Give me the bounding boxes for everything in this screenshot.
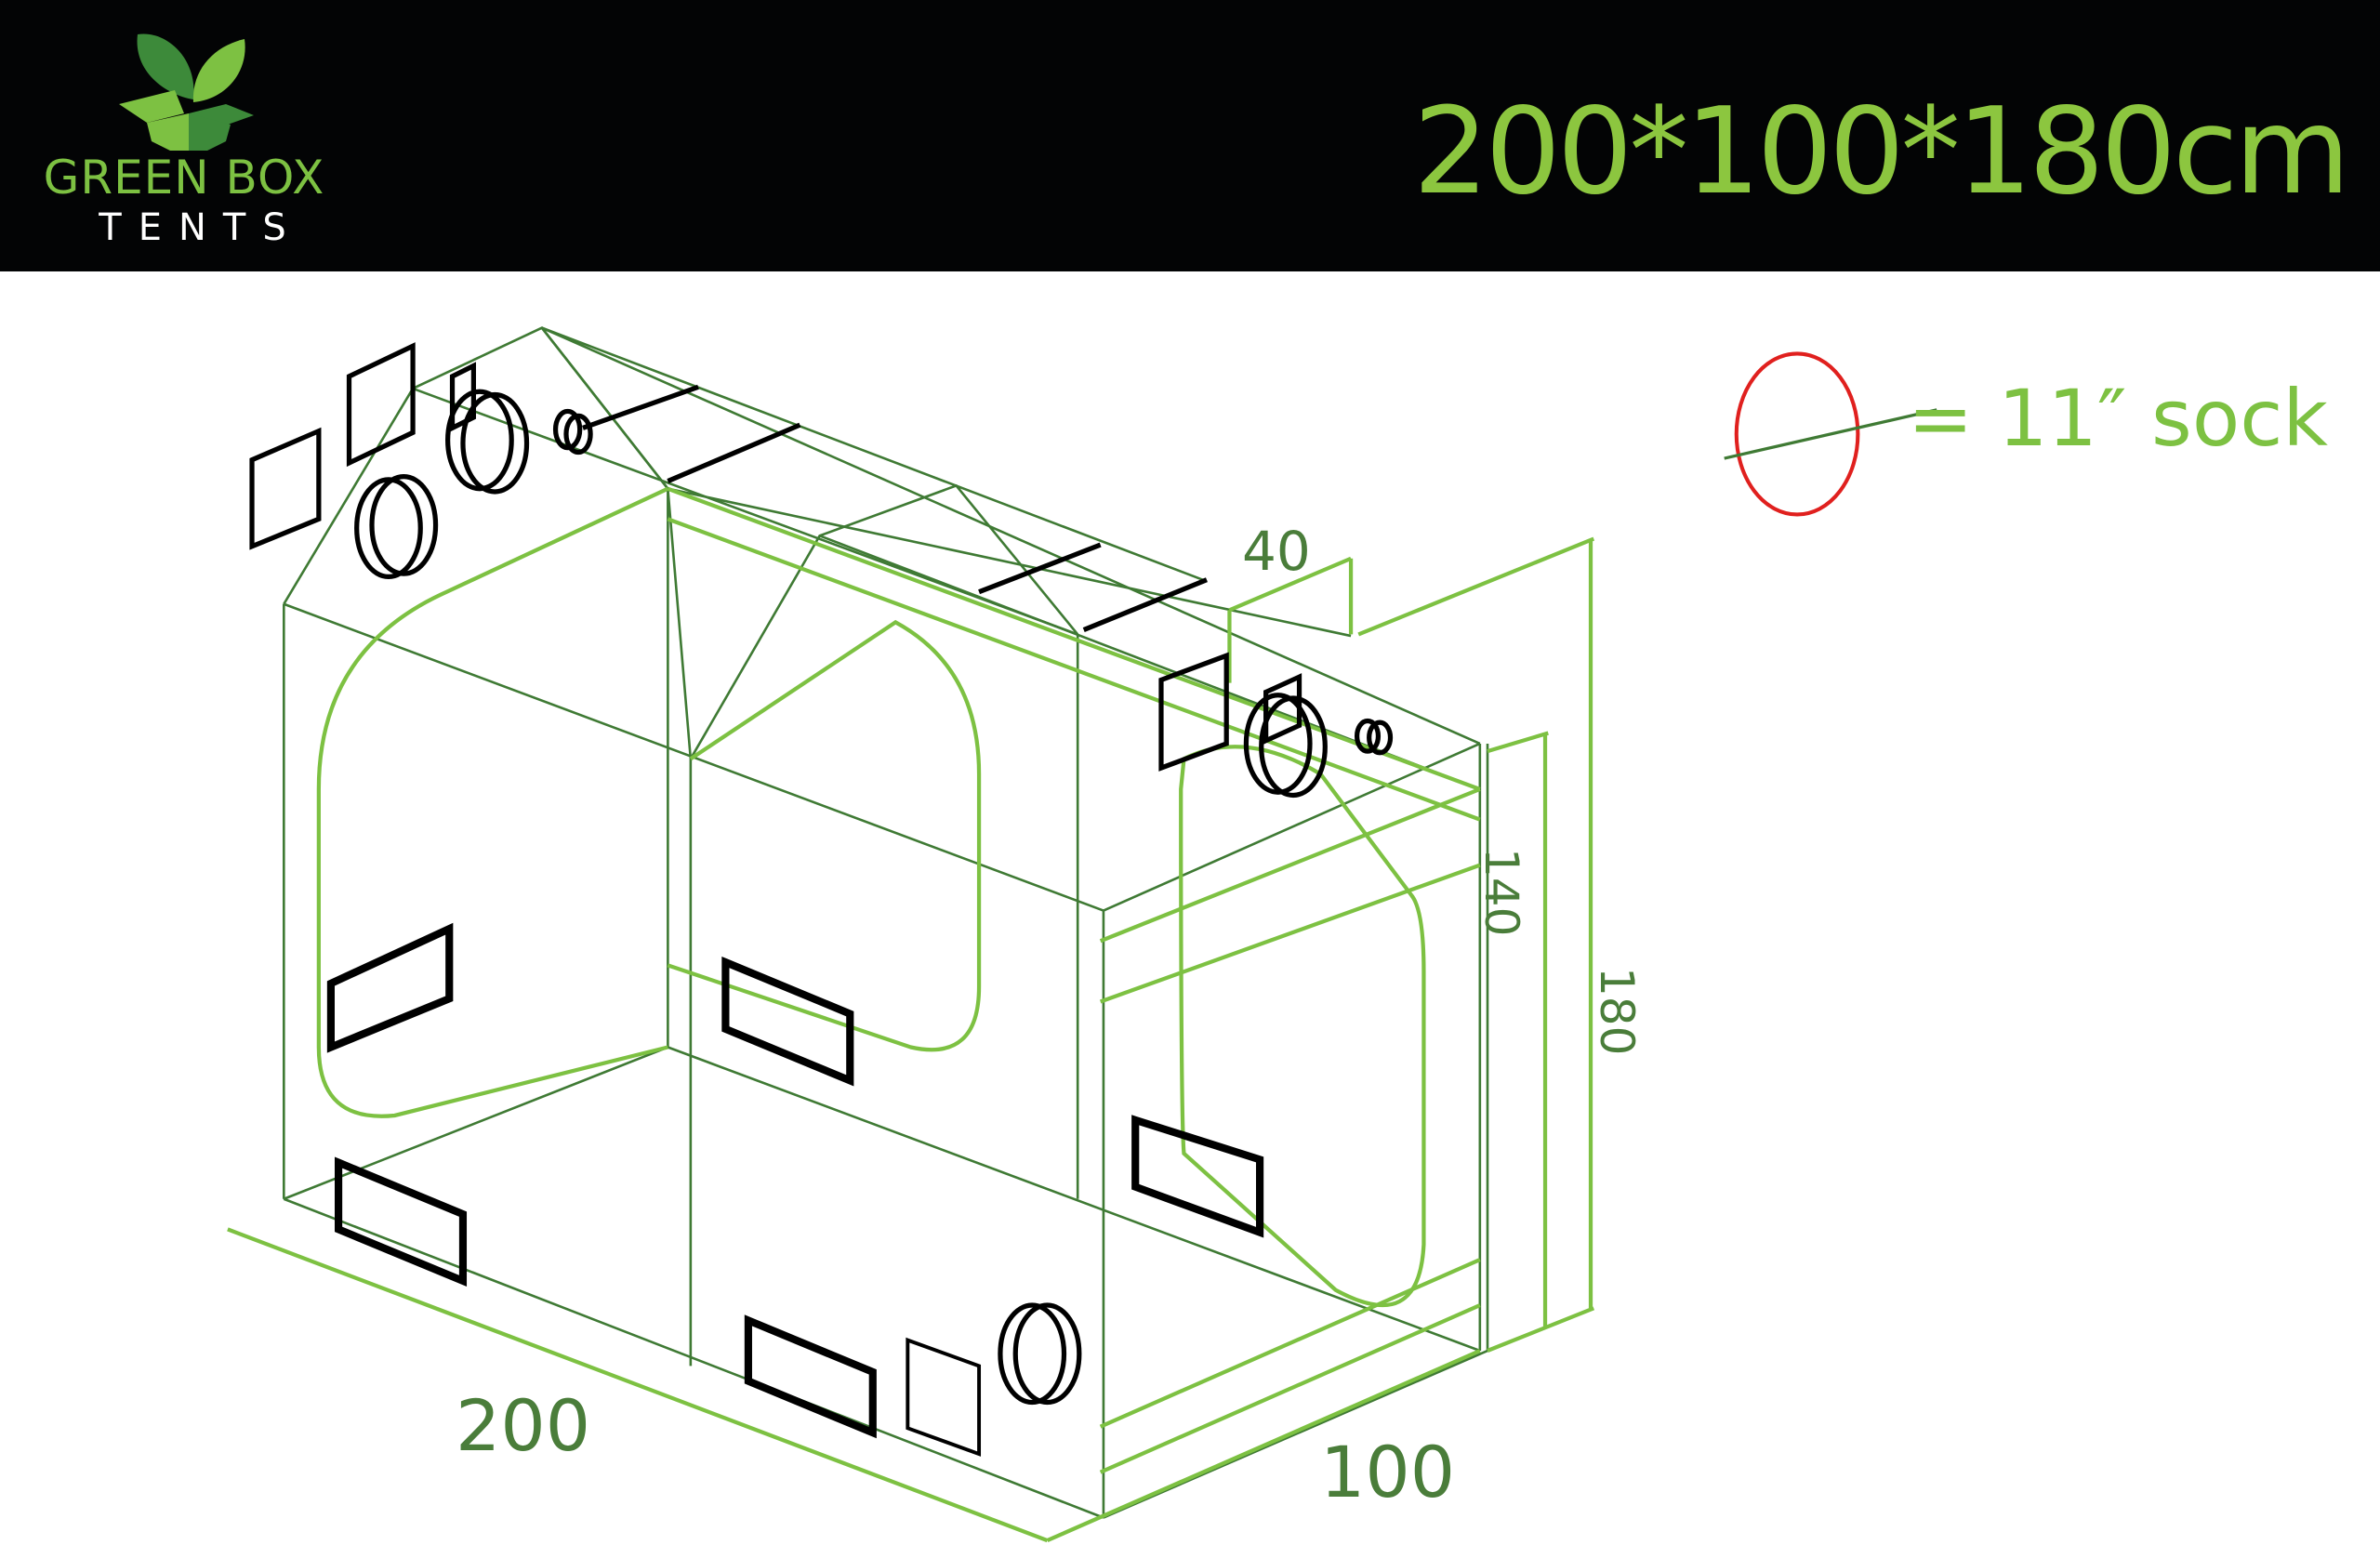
sock-legend-icon [1724, 351, 1937, 517]
vent-icon [335, 1156, 468, 1288]
duct-port-icon [998, 1302, 1067, 1406]
duct-port-icon [369, 474, 439, 576]
brand-logo: GREEN BOX TENTS [26, 20, 342, 253]
tent-doors-light [227, 486, 1595, 1543]
tent-vents [326, 922, 1264, 1439]
dimension-depth: 100 [1320, 1431, 1456, 1513]
vent-icon [326, 922, 454, 1053]
vent-window-icon [906, 1337, 982, 1457]
dimension-width: 200 [456, 1384, 591, 1467]
duct-port-icon [445, 389, 514, 492]
dimension-roof-offset: 40 [1242, 520, 1311, 583]
duct-port-icon [354, 477, 423, 580]
duct-port-icon [1259, 695, 1328, 799]
vent-window-icon [1158, 652, 1229, 772]
vent-icon [744, 1314, 877, 1439]
tent-ports [249, 342, 1394, 1457]
cable-port-icon [1354, 718, 1382, 754]
brand-subtitle: TENTS [99, 206, 303, 249]
cable-port-icon [563, 413, 593, 456]
vent-window-icon [346, 342, 416, 468]
brand-name: GREEN BOX [43, 151, 325, 205]
tent-frame-dark [283, 326, 1489, 1519]
legend-label: = 11″ sock [1908, 373, 2329, 464]
vent-window-icon [249, 427, 322, 550]
leaf-box-icon [119, 33, 254, 160]
duct-port-icon [1012, 1302, 1082, 1406]
duct-port-icon [460, 391, 530, 495]
vent-icon [1131, 1115, 1264, 1238]
dimension-wall-height: 140 [1474, 848, 1528, 937]
vent-icon [721, 956, 854, 1087]
header-bar: GREEN BOX TENTS 200*100*180cm [0, 0, 2380, 271]
page-title: 200*100*180cm [1413, 83, 2350, 221]
dimension-total-height: 180 [1590, 967, 1644, 1056]
cable-port-icon [1367, 720, 1394, 756]
